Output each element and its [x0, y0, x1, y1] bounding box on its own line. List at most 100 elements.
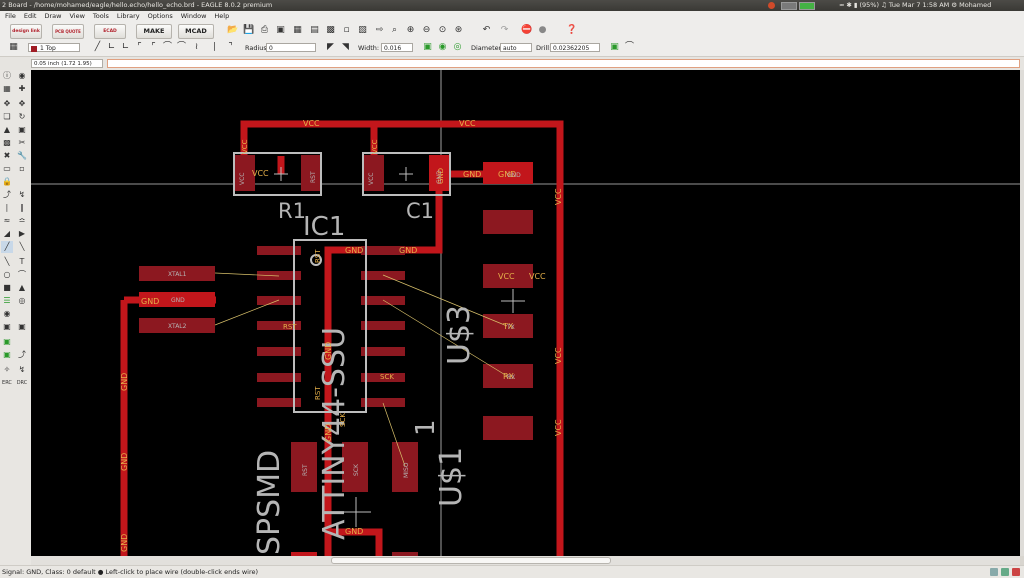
ic-pin-12[interactable] — [361, 296, 405, 305]
mcad-button[interactable]: MCAD — [178, 24, 214, 39]
ulp-icon[interactable]: ▫ — [343, 25, 350, 35]
miter-tool-icon[interactable]: ◢ — [3, 229, 11, 238]
hole-icon[interactable]: ◎ — [18, 296, 26, 305]
delete-icon[interactable]: ✖ — [3, 151, 11, 160]
board-drawing[interactable]: R1 C1 IC1 U$3 U$1 SPSMD ATTINY44-SSU 1 V… — [31, 70, 1020, 556]
pad-header-tx[interactable] — [483, 314, 533, 338]
pad-icon[interactable]: ▣ — [3, 322, 11, 331]
battery-icon[interactable]: ▮ — [853, 1, 858, 9]
wire-bend-9-icon[interactable]: ⌝ — [228, 42, 233, 52]
ratsnest-icon[interactable]: ✧ — [3, 365, 11, 374]
ic-pin-2[interactable] — [257, 271, 301, 280]
ic-pin-14[interactable] — [361, 246, 405, 255]
ic-pin-9[interactable] — [361, 373, 405, 382]
pad-isp-miso[interactable] — [392, 442, 418, 492]
wire-bend-8-icon[interactable]: ∣ — [212, 42, 217, 52]
line-icon[interactable]: ╲ — [4, 257, 10, 266]
wire-bend-6-icon[interactable]: ⌒ — [176, 42, 186, 52]
wire-tool2-icon[interactable]: ╲ — [19, 242, 25, 251]
user-name[interactable]: Mohamed — [959, 1, 992, 9]
drc-tool-icon[interactable]: DRC — [16, 380, 28, 386]
pcb-quote-button[interactable]: PCB QUOTE — [52, 24, 84, 39]
menu-library[interactable]: Library — [116, 12, 140, 20]
via-square-icon[interactable]: ▣ — [423, 42, 432, 52]
ic-pin-4[interactable] — [257, 321, 301, 330]
ripup-icon[interactable]: ∥ — [20, 203, 24, 212]
move-icon[interactable]: ✥ — [3, 99, 11, 108]
polygon-icon[interactable]: ▲ — [18, 283, 26, 292]
circle-icon[interactable]: ○ — [3, 270, 11, 279]
design-link-button[interactable]: design link — [10, 24, 42, 39]
bluetooth-icon[interactable]: ✱ — [846, 1, 852, 9]
split-icon[interactable]: ⤴ — [3, 190, 11, 199]
zoom-out-icon[interactable]: ⊖ — [422, 25, 431, 35]
board-canvas[interactable]: R1 C1 IC1 U$3 U$1 SPSMD ATTINY44-SSU 1 V… — [31, 70, 1020, 556]
radius-input[interactable]: 0 — [266, 43, 316, 52]
menu-file[interactable]: File — [5, 12, 16, 20]
save-icon[interactable]: 💾 — [243, 25, 255, 35]
wire-bend-2-icon[interactable]: ∟ — [121, 42, 130, 52]
pad-gnd-header[interactable] — [483, 162, 533, 184]
info-icon[interactable]: ⓘ — [3, 71, 11, 80]
pad-isp-bottom-1[interactable] — [291, 552, 317, 556]
pad-c1-vcc[interactable] — [364, 155, 384, 191]
diameter-input[interactable]: auto — [500, 43, 532, 52]
arrow-icon[interactable]: ⇨ — [375, 25, 384, 35]
smd-icon[interactable]: ▣ — [18, 322, 26, 331]
zoom-in-icon[interactable]: ⊕ — [406, 25, 415, 35]
optimize-icon[interactable]: ↯ — [18, 190, 26, 199]
via-round-icon[interactable]: ◉ — [438, 42, 447, 52]
command-input[interactable] — [107, 59, 1020, 68]
pad-r1-rst[interactable] — [301, 155, 321, 191]
zoom-fit-icon[interactable]: ⌕ — [391, 25, 398, 35]
wire-bend-4-icon[interactable]: ⌜ — [151, 42, 156, 52]
ic-pin-5[interactable] — [257, 347, 301, 356]
wire-bend-7-icon[interactable]: ≀ — [194, 42, 199, 52]
grid-icon[interactable]: ▦ — [9, 42, 18, 52]
change-icon[interactable]: 🔧 — [17, 151, 27, 160]
arc-style-icon[interactable]: ⌒ — [624, 42, 634, 52]
lock-icon[interactable]: 🔒 — [2, 177, 12, 186]
menu-tools[interactable]: Tools — [92, 12, 109, 20]
vertical-scrollbar[interactable] — [1020, 70, 1024, 556]
zoom-redraw-icon[interactable]: ⊙ — [438, 25, 447, 35]
wire-bend-3-icon[interactable]: ⌜ — [137, 42, 142, 52]
make-button[interactable]: MAKE — [136, 24, 172, 39]
pad-crystal-gnd[interactable] — [139, 292, 215, 307]
undo-icon[interactable]: ↶ — [482, 25, 491, 35]
pad-xtal2[interactable] — [139, 318, 215, 333]
pad-r1-vcc[interactable] — [235, 155, 255, 191]
trace-vcc[interactable] — [240, 120, 564, 556]
schematic-icon[interactable]: ▤ — [310, 25, 319, 35]
print-icon[interactable]: ⎙ — [260, 25, 269, 35]
pad-xtal1[interactable] — [139, 266, 215, 281]
board-icon[interactable]: ▦ — [293, 25, 302, 35]
name-icon[interactable]: ▭ — [3, 164, 11, 173]
ic-pin-7[interactable] — [257, 398, 301, 407]
pad-header-rx[interactable] — [483, 364, 533, 388]
pad-isp-bottom-3[interactable] — [392, 552, 418, 556]
text-icon[interactable]: T — [19, 257, 25, 266]
zoom-select-icon[interactable]: ⊛ — [454, 25, 463, 35]
wire-bend-0-icon[interactable]: ╱ — [94, 42, 101, 52]
cam-icon[interactable]: ▣ — [276, 25, 285, 35]
ic-pin-13[interactable] — [361, 271, 405, 280]
menu-draw[interactable]: Draw — [44, 12, 62, 20]
arc-icon[interactable]: ⌒ — [18, 270, 26, 279]
show-icon[interactable]: ◉ — [18, 71, 26, 80]
via-octagon-icon[interactable]: ◎ — [453, 42, 462, 52]
route-icon[interactable]: ∣ — [5, 203, 9, 212]
mark-icon[interactable]: ✚ — [18, 84, 26, 93]
display-icon[interactable]: ▦ — [3, 84, 11, 93]
ic-pin-8[interactable] — [361, 398, 405, 407]
ic-pin-11[interactable] — [361, 321, 405, 330]
pad-header-2[interactable] — [483, 210, 533, 234]
help-icon[interactable]: ❓ — [566, 25, 578, 35]
script-icon[interactable]: ▩ — [326, 25, 335, 35]
copy-icon[interactable]: ❏ — [3, 112, 11, 121]
miter-round-icon[interactable]: ◥ — [342, 42, 349, 52]
ic-pin-1[interactable] — [257, 246, 301, 255]
group-icon[interactable]: ▣ — [18, 125, 26, 134]
notification-badge-icon[interactable] — [768, 2, 775, 9]
gear-icon[interactable]: ⚙ — [951, 1, 958, 9]
